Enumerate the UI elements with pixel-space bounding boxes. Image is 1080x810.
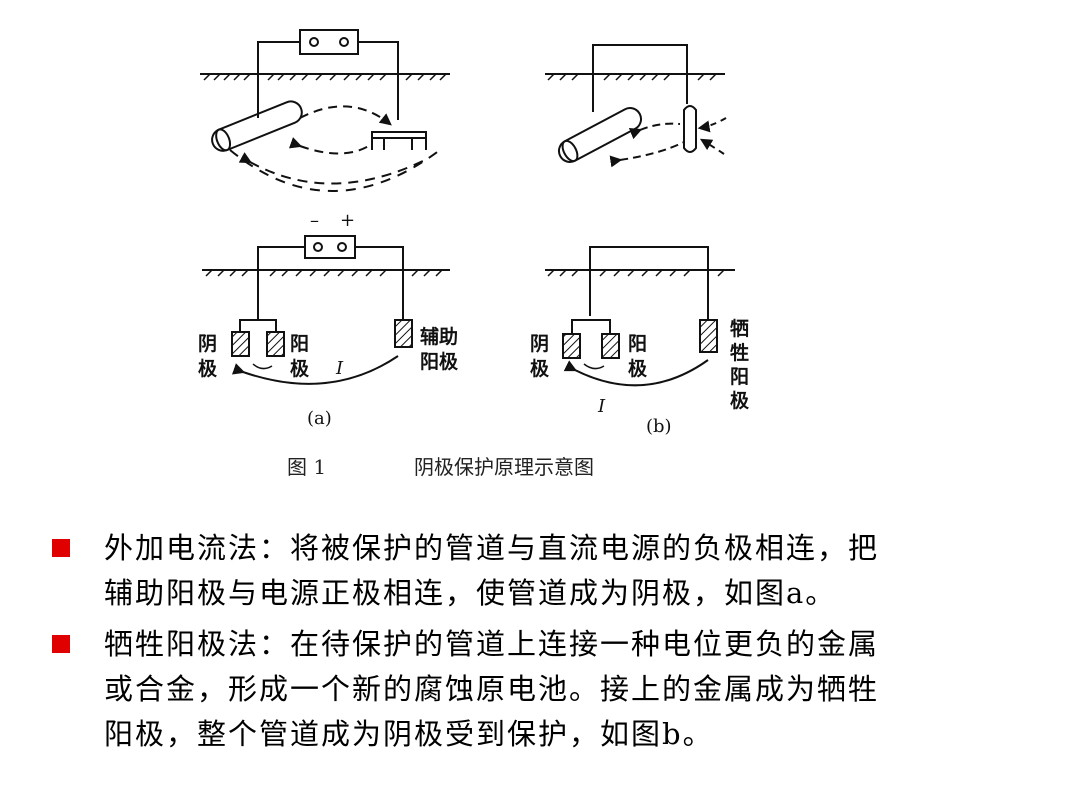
diagram-a-top <box>200 29 450 192</box>
sac-anode-label-1: 牺 <box>730 318 749 340</box>
figure-caption-text: 阴极保护原理示意图 <box>414 455 594 479</box>
bullet-line: 或合金，形成一个新的腐蚀原电池。接上的金属成为牺牲 <box>104 672 880 706</box>
panel-label-b: (b) <box>646 416 672 437</box>
figure-caption-number: 图 1 <box>287 455 326 479</box>
bullet-line: 阳极，整个管道成为阴极受到保护，如图b。 <box>104 717 714 751</box>
bullet-line: 外加电流法：将被保护的管道与直流电源的负极相连，把 <box>104 531 880 565</box>
cathode-label-a-2: 极 <box>198 357 218 380</box>
sac-anode-label-2: 牲 <box>730 342 749 364</box>
bullet-marker <box>52 635 70 653</box>
panel-label-a: (a) <box>307 408 332 429</box>
aux-anode-label-1: 辅助 <box>420 325 458 348</box>
aux-anode-block-a <box>394 319 413 348</box>
diagram-a-bottom <box>202 235 450 385</box>
anode-block-b <box>601 333 620 359</box>
sacrificial-anode-b <box>683 105 697 153</box>
cathodic-protection-figure: – + 阴 极 阳 极 辅助 阳极 I (a) 阴 极 阳 极 牺 牲 阳 极 … <box>198 29 750 479</box>
cathode-block-a <box>231 331 250 357</box>
aux-anode-a <box>371 131 427 150</box>
cathode-label-b-2: 极 <box>530 357 550 380</box>
bullet-item-impressed-current: 外加电流法：将被保护的管道与直流电源的负极相连，把 辅助阳极与电源正极相连，使管… <box>52 526 1052 616</box>
sign-minus: – <box>310 210 319 231</box>
current-label-b: I <box>597 396 606 417</box>
anode-label-b-2: 极 <box>628 357 648 380</box>
sign-plus: + <box>340 210 355 231</box>
pipe-a <box>211 100 303 152</box>
bullet-text: 牺牲阳极法：在待保护的管道上连接一种电位更负的金属 或合金，形成一个新的腐蚀原电… <box>104 622 879 757</box>
anode-label-a-1: 阳 <box>290 333 309 355</box>
sac-anode-block-b <box>699 319 718 353</box>
diagram-b-top <box>545 44 727 168</box>
diagram-b-bottom <box>545 246 735 387</box>
cathode-label-a-1: 阴 <box>198 333 217 355</box>
aux-anode-label-2: 阳极 <box>420 350 459 373</box>
bullet-line: 辅助阳极与电源正极相连，使管道成为阴极，如图a。 <box>104 576 837 610</box>
bullet-text: 外加电流法：将被保护的管道与直流电源的负极相连，把 辅助阳极与电源正极相连，使管… <box>104 526 879 616</box>
anode-label-a-2: 极 <box>290 357 310 380</box>
bullet-marker <box>52 539 70 557</box>
power-supply-box <box>299 29 359 55</box>
cathode-block-b <box>562 333 581 359</box>
bullet-line: 牺牲阳极法：在待保护的管道上连接一种电位更负的金属 <box>104 627 880 661</box>
sac-anode-label-4: 极 <box>730 389 750 412</box>
anode-label-b-1: 阳 <box>628 333 647 355</box>
bullet-list: 外加电流法：将被保护的管道与直流电源的负极相连，把 辅助阳极与电源正极相连，使管… <box>52 526 1052 763</box>
power-supply-box <box>304 235 356 259</box>
anode-block-a <box>266 331 285 357</box>
pipe-b <box>557 107 643 163</box>
cathode-label-b-1: 阴 <box>530 333 549 355</box>
sac-anode-label-3: 阳 <box>730 366 749 388</box>
current-label-a: I <box>335 358 344 379</box>
bullet-item-sacrificial-anode: 牺牲阳极法：在待保护的管道上连接一种电位更负的金属 或合金，形成一个新的腐蚀原电… <box>52 622 1052 757</box>
